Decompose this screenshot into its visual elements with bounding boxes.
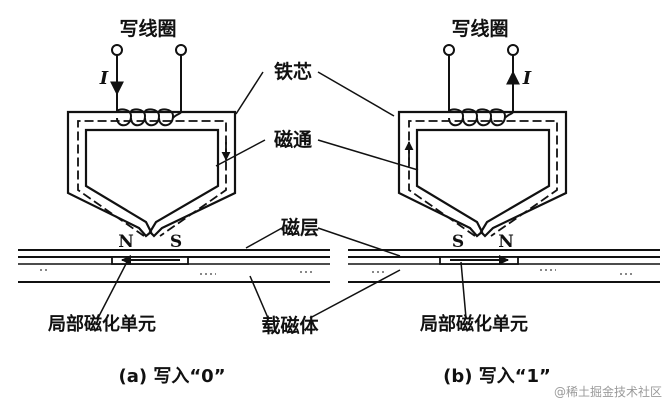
magnetic-carrier-label: 载磁体 bbox=[261, 314, 319, 337]
coil-terminals-a bbox=[111, 44, 187, 112]
pole-s-label-a: S bbox=[170, 232, 182, 252]
panel-b: 写线圈 I S N 局部磁化单元 (b) 写入“1” bbox=[309, 17, 660, 387]
caption-a: (a) 写入“0” bbox=[118, 366, 225, 387]
leader-lines-b bbox=[309, 71, 467, 319]
pole-s-label-b: S bbox=[452, 232, 464, 252]
iron-core-a bbox=[66, 110, 237, 238]
iron-core-label: 铁芯 bbox=[274, 60, 312, 83]
write-coil-label-a: 写线圈 bbox=[119, 17, 176, 40]
panel-a: 写线圈 I N S 局部磁化单元 (a) 写入“0” bbox=[18, 17, 330, 387]
watermark: @稀土掘金技术社区 bbox=[554, 384, 662, 399]
write-coil-label-b: 写线圈 bbox=[451, 17, 508, 40]
magnetic-layer-label: 磁层 bbox=[281, 216, 319, 239]
coil-windings-b bbox=[448, 108, 514, 127]
pole-n-label-b: N bbox=[498, 232, 514, 252]
caption-b: (b) 写入“1” bbox=[443, 366, 551, 387]
local-unit-label-a: 局部磁化单元 bbox=[48, 313, 156, 335]
flux-path-b bbox=[408, 120, 558, 237]
local-unit-label-b: 局部磁化单元 bbox=[420, 313, 528, 335]
coil-terminals-b bbox=[443, 44, 519, 112]
iron-core-b bbox=[397, 110, 568, 238]
pole-n-label-a: N bbox=[118, 232, 134, 252]
medium-a bbox=[18, 249, 330, 283]
coil-windings-a bbox=[116, 108, 182, 127]
flux-path-a bbox=[77, 120, 227, 237]
current-label-a: I bbox=[99, 68, 109, 89]
current-label-b: I bbox=[522, 68, 532, 89]
leader-lines-a bbox=[97, 71, 283, 319]
magnetic-flux-label: 磁通 bbox=[274, 128, 313, 151]
